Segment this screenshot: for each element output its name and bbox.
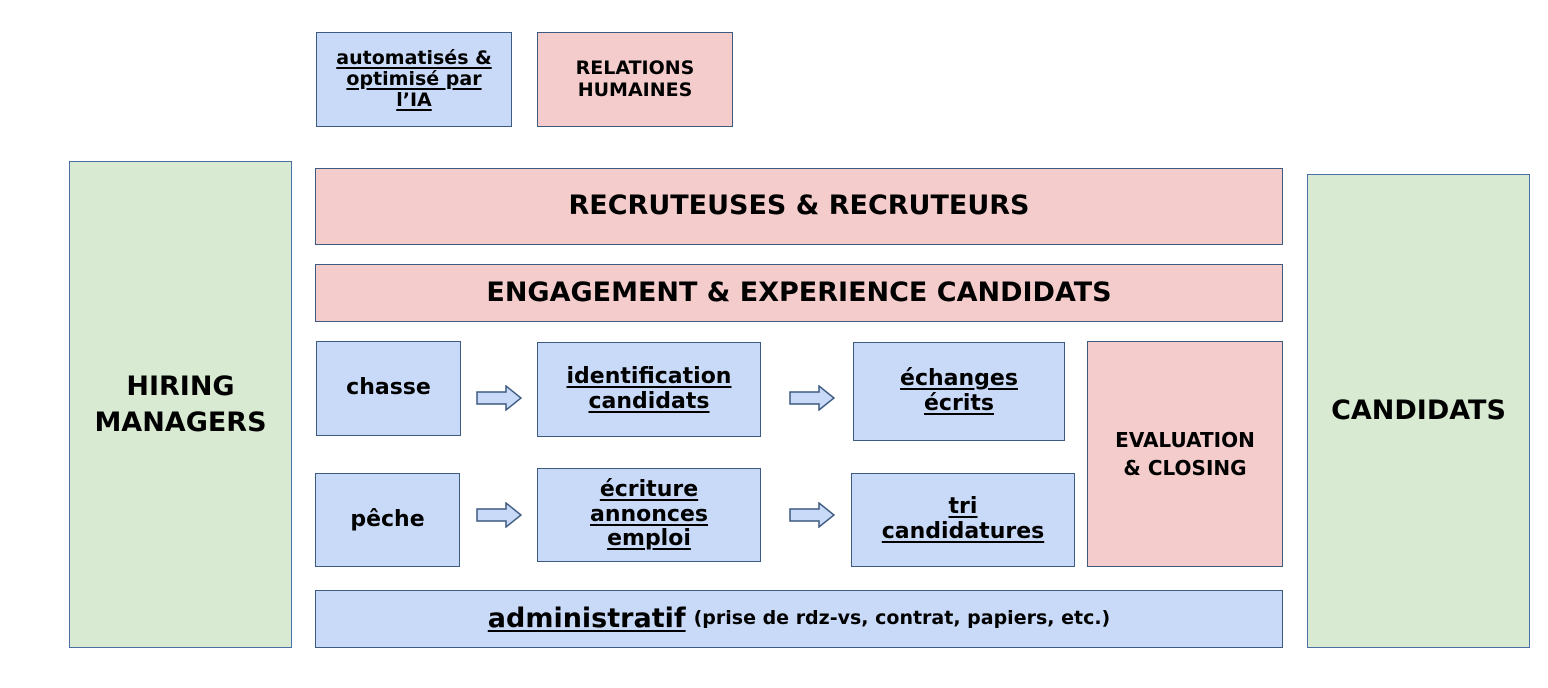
hiring-line2: MANAGERS — [94, 406, 267, 438]
administratif-label: administratif — [487, 602, 686, 634]
peche-box: pêche — [315, 473, 460, 567]
arrow-right-icon — [789, 502, 835, 528]
legend-ai-line1: automatisés & — [336, 46, 492, 69]
hiring-line1: HIRING — [126, 371, 235, 403]
evaluation-closing-box: EVALUATION & CLOSING — [1087, 341, 1283, 567]
arrow-right-icon — [789, 385, 835, 411]
ecriture-line2: annonces — [589, 501, 708, 527]
identification-candidats-box: identification candidats — [537, 342, 761, 437]
legend-ai-line2: optimisé par — [346, 67, 482, 90]
identification-line2: candidats — [588, 388, 710, 414]
legend-human-relations: RELATIONS HUMAINES — [537, 32, 733, 127]
tri-line1: tri — [948, 494, 978, 520]
legend-human-line1: RELATIONS — [575, 57, 695, 80]
tri-candidatures-box: tri candidatures — [851, 473, 1075, 567]
legend-human-line2: HUMAINES — [577, 78, 693, 101]
arrow-right-icon — [476, 502, 522, 528]
identification-line1: identification — [566, 363, 732, 389]
candidats-box: CANDIDATS — [1307, 174, 1530, 648]
administratif-band: administratif (prise de rdz-vs, contrat,… — [315, 590, 1283, 648]
echanges-line1: échanges — [900, 365, 1018, 391]
recruteurs-band: RECRUTEUSES & RECRUTEURS — [315, 168, 1283, 245]
candidats-label: CANDIDATS — [1331, 394, 1506, 426]
engagement-label: ENGAGEMENT & EXPERIENCE CANDIDATS — [486, 276, 1112, 308]
peche-label: pêche — [350, 506, 425, 532]
evaluation-line2: & CLOSING — [1123, 456, 1247, 480]
ecriture-line3: emploi — [607, 526, 691, 552]
tri-line2: candidatures — [881, 519, 1045, 544]
echanges-ecrits-box: échanges écrits — [853, 342, 1065, 441]
legend-ai-line3: l’IA — [396, 89, 432, 112]
chasse-box: chasse — [316, 341, 461, 436]
recruteurs-label: RECRUTEUSES & RECRUTEURS — [568, 190, 1030, 222]
ecriture-annonces-box: écriture annonces emploi — [537, 468, 761, 562]
administratif-detail: (prise de rdz-vs, contrat, papiers, etc.… — [693, 607, 1111, 630]
echanges-line2: écrits — [924, 390, 994, 416]
legend-ai-automated: automatisés & optimisé par l’IA — [316, 32, 512, 127]
evaluation-line1: EVALUATION — [1115, 428, 1255, 452]
chasse-label: chasse — [346, 375, 431, 401]
arrow-right-icon — [476, 385, 522, 411]
hiring-managers-box: HIRING MANAGERS — [69, 161, 292, 648]
ecriture-line1: écriture — [599, 477, 699, 503]
engagement-band: ENGAGEMENT & EXPERIENCE CANDIDATS — [315, 264, 1283, 322]
